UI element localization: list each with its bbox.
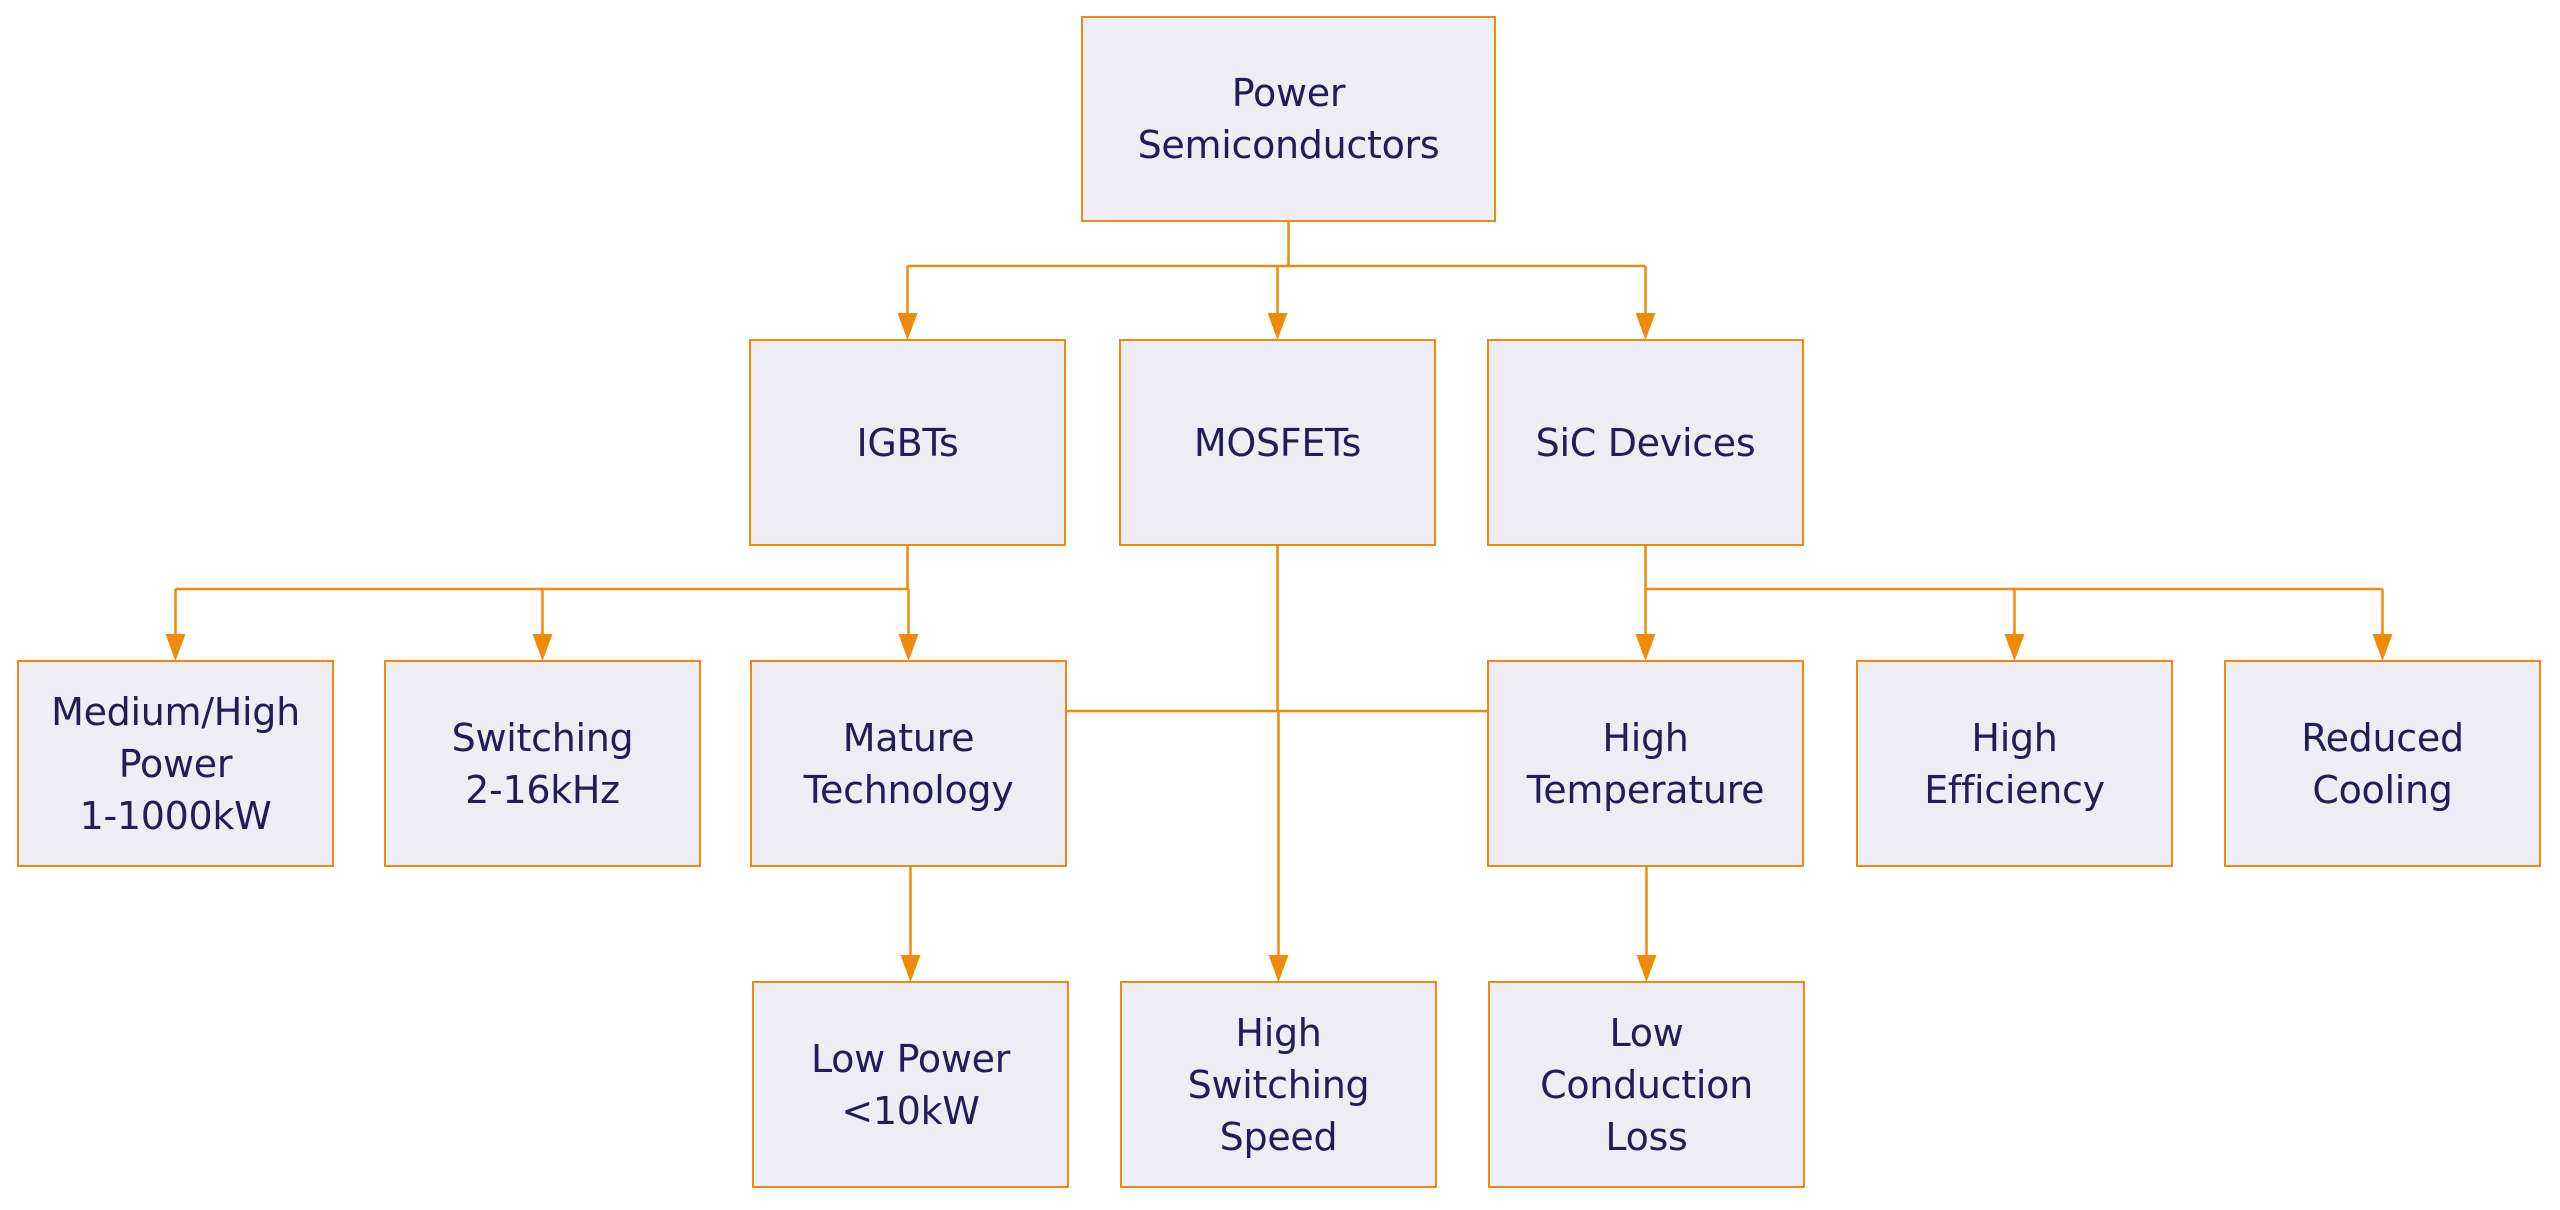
node-igbts: IGBTs — [749, 339, 1066, 546]
node-mosfets: MOSFETs — [1119, 339, 1436, 546]
arrowhead-icon — [2372, 634, 2393, 661]
arrowhead-icon — [2004, 634, 2025, 661]
arrowhead-icon — [1636, 955, 1657, 982]
node-high-efficiency: High Efficiency — [1856, 660, 2173, 867]
arrowhead-icon — [532, 634, 553, 661]
node-medium-high-power: Medium/High Power 1-1000kW — [17, 660, 334, 867]
node-label: Reduced Cooling — [2301, 715, 2464, 812]
node-switching-frequency: Switching 2-16kHz — [384, 660, 701, 867]
arrowhead-icon — [165, 634, 186, 661]
arrowhead-icon — [1267, 313, 1288, 340]
node-label: Low Conduction Loss — [1540, 1010, 1753, 1159]
node-reduced-cooling: Reduced Cooling — [2224, 660, 2541, 867]
node-label: High Efficiency — [1924, 715, 2105, 812]
node-low-power: Low Power <10kW — [752, 981, 1069, 1188]
arrowhead-icon — [1268, 955, 1289, 982]
node-label: Power Semiconductors — [1137, 71, 1440, 167]
node-label: Mature Technology — [803, 715, 1014, 812]
node-label: High Temperature — [1526, 715, 1765, 812]
arrowhead-icon — [1635, 313, 1656, 340]
arrowhead-icon — [897, 313, 918, 340]
node-high-switching-speed: High Switching Speed — [1120, 981, 1437, 1188]
node-mature-technology: Mature Technology — [750, 660, 1067, 867]
arrowhead-icon — [900, 955, 921, 982]
arrowhead-icon — [898, 634, 919, 661]
node-label: SiC Devices — [1535, 420, 1756, 465]
node-label: Switching 2-16kHz — [451, 715, 634, 812]
node-label: Low Power <10kW — [810, 1036, 1011, 1133]
node-label: IGBTs — [856, 420, 959, 465]
node-label: Medium/High Power 1-1000kW — [51, 689, 300, 838]
node-sic-devices: SiC Devices — [1487, 339, 1804, 546]
node-power-semiconductors: Power Semiconductors — [1081, 16, 1496, 222]
node-label: High Switching Speed — [1187, 1010, 1370, 1159]
node-high-temperature: High Temperature — [1487, 660, 1804, 867]
node-low-conduction-loss: Low Conduction Loss — [1488, 981, 1805, 1188]
arrowhead-icon — [1635, 634, 1656, 661]
node-label: MOSFETs — [1193, 420, 1362, 465]
